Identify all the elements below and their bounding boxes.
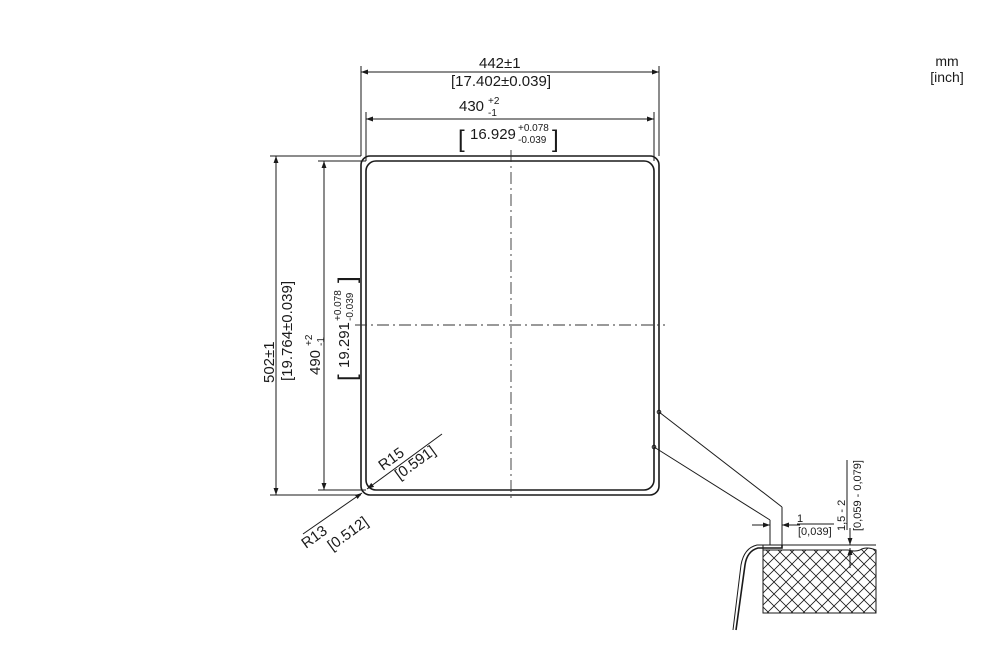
inner-height-label-inch: 19.291 [336, 322, 353, 368]
units-primary: mm [935, 53, 959, 69]
sink-inner-outline [365, 160, 655, 491]
inner-width-bracket-close: ] [552, 126, 559, 153]
rim-depth-dimension: 1,5 - 2 [0,059 - 0,079] [836, 460, 864, 568]
flange-label-inch: [0,039] [798, 526, 832, 538]
inner-height-tol-plus: +2 [304, 334, 315, 346]
outer-height-label-inch: [19.764±0.039] [279, 281, 296, 381]
inner-width-dimension: 430 +2 -1 [ 16.929 +0.078 -0.039 ] [365, 96, 655, 161]
sink-outer-outline [360, 155, 660, 496]
rim-depth-label: 1,5 - 2 [836, 500, 848, 531]
inner-width-tol-minus: -1 [488, 108, 497, 119]
inner-width-label-inch: 16.929 [470, 126, 516, 143]
inner-width-tol-plus-inch: +0.078 [518, 123, 549, 134]
radius-r15-callout: R15 [0.591] [366, 433, 443, 490]
inner-width-bracket-open: [ [458, 126, 465, 153]
sink-rim-profile [732, 544, 783, 631]
inner-height-label: 490 [307, 350, 324, 375]
units-legend: mm [inch] [912, 53, 982, 85]
inner-height-tol-minus: -1 [316, 337, 327, 346]
radius-r13-callout: R13 [0.512] [298, 492, 372, 555]
inner-width-label: 430 [459, 98, 484, 115]
inner-height-tol-minus-inch: -0.039 [345, 292, 356, 321]
outer-width-dimension: 442±1 [17.402±0.039] [360, 55, 660, 156]
inner-height-bracket-open: [ [334, 374, 361, 381]
inner-height-bracket-close: ] [334, 276, 361, 283]
inner-width-tol-plus: +2 [488, 96, 500, 107]
outer-height-dimension: 502±1 [19.764±0.039] [261, 155, 361, 496]
outer-height-label: 502±1 [261, 341, 278, 383]
outer-width-label: 442±1 [479, 55, 521, 72]
radius-r13-label: R13 [298, 522, 330, 552]
flange-dimension: 1 [0,039] [752, 513, 834, 538]
inner-width-tol-minus-inch: -0.039 [518, 135, 547, 146]
detail-leader [651, 409, 783, 545]
outer-width-label-inch: [17.402±0.039] [451, 73, 551, 90]
inner-height-tol-plus-inch: +0.078 [333, 290, 344, 321]
units-secondary: [inch] [930, 69, 964, 85]
countertop-section [762, 544, 877, 614]
rim-depth-label-inch: [0,059 - 0,079] [852, 460, 864, 531]
radius-r13-label-inch: [0.512] [325, 514, 372, 555]
flange-label: 1 [797, 513, 803, 525]
inner-height-dimension: 490 +2 -1 [ 19.291 +0.078 -0.039 ] [304, 160, 366, 491]
